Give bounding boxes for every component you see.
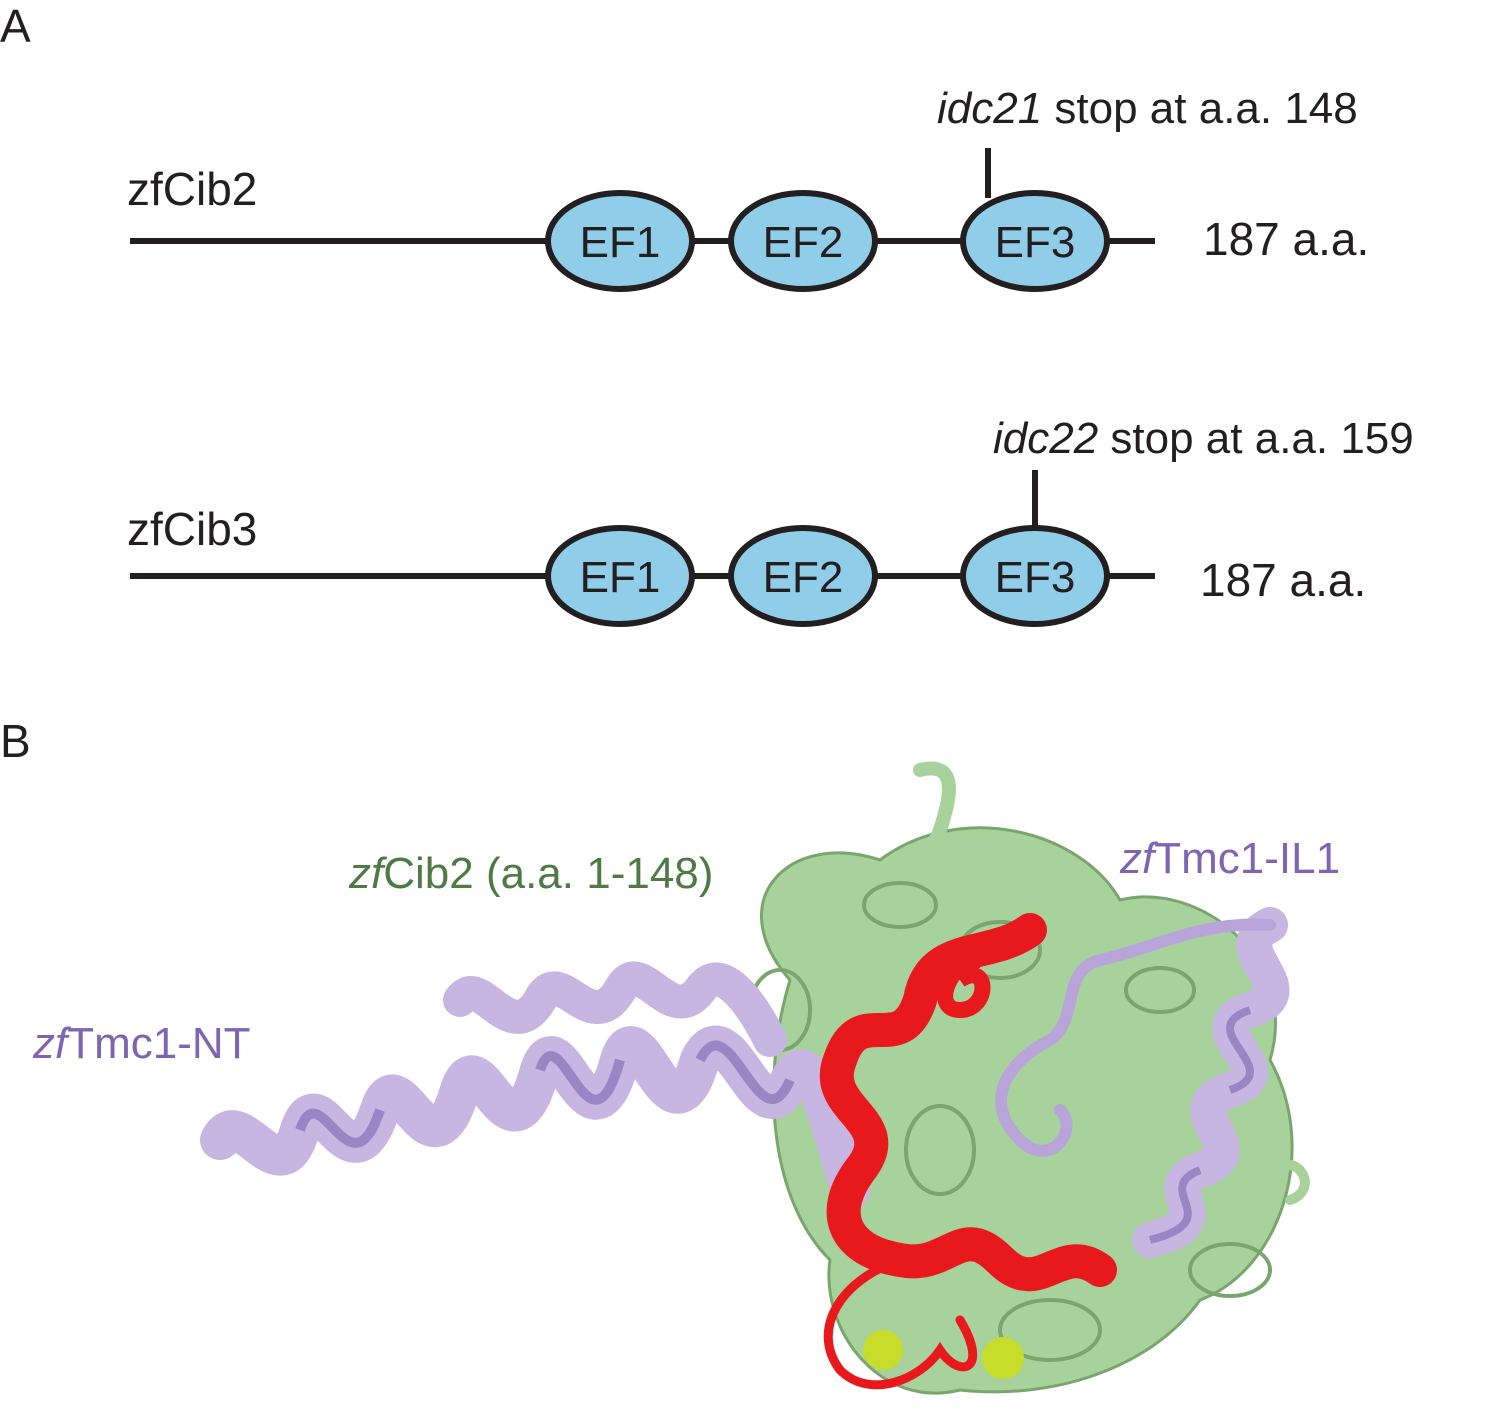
mutation-allele: idc21 — [937, 84, 1042, 133]
protein-length: 187 a.a. — [1203, 213, 1369, 265]
domain-label: EF3 — [995, 553, 1076, 602]
label-tmc1-nt: zfTmc1-NT — [32, 1019, 251, 1068]
mutation-allele: idc22 — [993, 414, 1098, 463]
mutation-text: stop at a.a. 159 — [1098, 414, 1414, 463]
label-tmc1-il1: zfTmc1-IL1 — [1119, 834, 1340, 883]
mutation-label: idc21 stop at a.a. 148 — [937, 84, 1358, 133]
label-text: Tmc1-NT — [67, 1019, 250, 1068]
protein-diagram-cib2: zfCib2 idc21 stop at a.a. 148 EF1 EF2 EF… — [127, 84, 1369, 292]
mutation-label: idc22 stop at a.a. 159 — [993, 414, 1414, 463]
label-prefix: zf — [1119, 834, 1159, 883]
panel-a-letter: A — [0, 0, 31, 52]
label-prefix: zf — [32, 1019, 72, 1068]
tmc1-il1-helix — [995, 907, 1290, 1258]
cib2-truncated-region — [819, 913, 1117, 1390]
label-text: Tmc1-IL1 — [1154, 834, 1340, 883]
label-prefix: zf — [348, 849, 388, 898]
protein-length: 187 a.a. — [1200, 554, 1366, 606]
domain-label: EF3 — [995, 218, 1076, 267]
domain-label: EF2 — [763, 553, 844, 602]
tmc1-nt-helix — [200, 961, 870, 1210]
protein-name: zfCib3 — [127, 503, 257, 555]
protein-diagram-cib3: zfCib3 idc22 stop at a.a. 159 EF1 EF2 EF… — [127, 414, 1414, 627]
domain-label: EF1 — [580, 553, 661, 602]
domain-ef1: EF1 — [545, 525, 695, 627]
label-text: Cib2 (a.a. 1-148) — [383, 849, 713, 898]
protein-structure-illustration — [200, 761, 1310, 1395]
domain-ef2: EF2 — [728, 190, 878, 292]
domain-ef3: EF3 — [960, 525, 1110, 627]
calcium-ion — [863, 1330, 903, 1370]
domain-ef1: EF1 — [545, 190, 695, 292]
calcium-ion — [982, 1337, 1024, 1379]
panel-b-letter: B — [0, 715, 31, 767]
domain-ef2: EF2 — [728, 525, 878, 627]
domain-label: EF2 — [763, 218, 844, 267]
domain-ef3: EF3 — [960, 190, 1110, 292]
label-cib2: zfCib2 (a.a. 1-148) — [348, 849, 713, 898]
mutation-text: stop at a.a. 148 — [1042, 84, 1358, 133]
protein-name: zfCib2 — [127, 163, 257, 215]
domain-label: EF1 — [580, 218, 661, 267]
